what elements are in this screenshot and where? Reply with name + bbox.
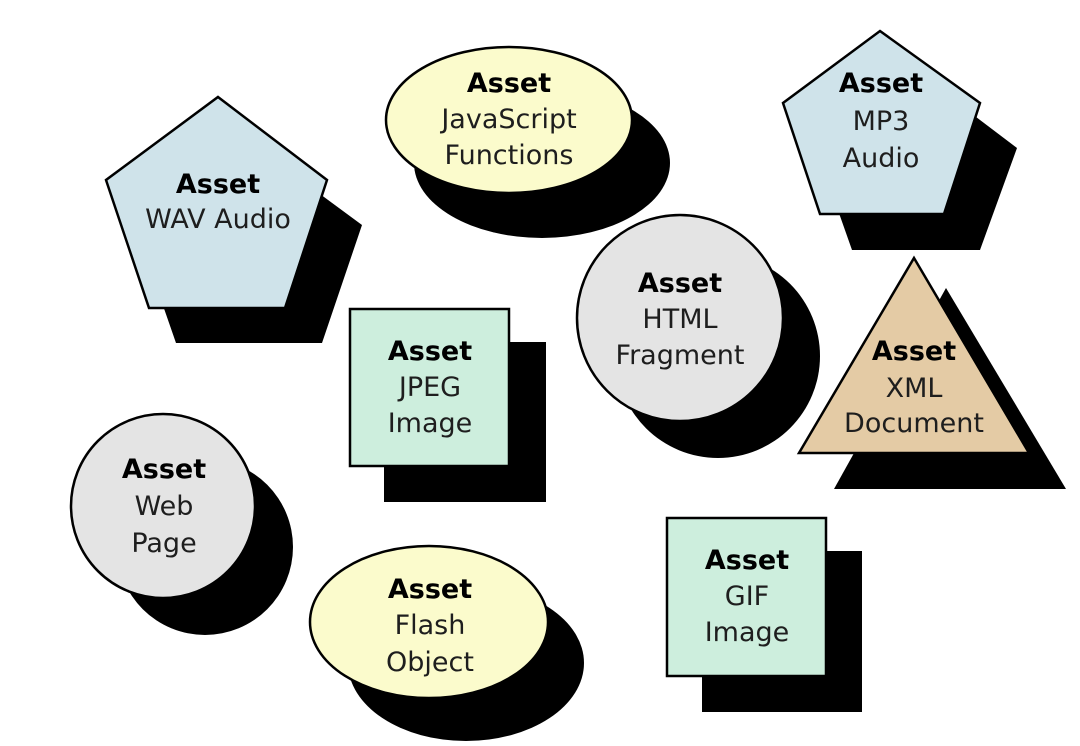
asset-flash: Asset Flash Object bbox=[308, 544, 584, 741]
asset-html: Asset HTML Fragment bbox=[575, 213, 820, 458]
asset-wav: Asset WAV Audio bbox=[104, 95, 362, 343]
asset-jpeg-title: Asset bbox=[388, 336, 472, 367]
asset-gif-title: Asset bbox=[705, 545, 789, 576]
asset-mp3-line-1: MP3 bbox=[853, 106, 910, 137]
asset-mp3-line-2: Audio bbox=[843, 143, 920, 174]
asset-html-line-2: Fragment bbox=[616, 340, 745, 371]
asset-mp3: Asset MP3 Audio bbox=[781, 29, 1017, 250]
asset-javascript-line-2: Functions bbox=[445, 140, 574, 171]
asset-wav-line-1: WAV Audio bbox=[145, 204, 291, 235]
asset-jpeg: Asset JPEG Image bbox=[348, 307, 546, 502]
asset-flash-line-2: Object bbox=[386, 647, 474, 678]
asset-jpeg-line-2: Image bbox=[388, 408, 473, 439]
asset-mp3-pentagon bbox=[781, 29, 982, 216]
asset-webpage-line-1: Web bbox=[135, 491, 194, 522]
asset-html-line-1: HTML bbox=[642, 304, 717, 335]
asset-html-title: Asset bbox=[638, 268, 722, 299]
asset-webpage-line-2: Page bbox=[131, 528, 196, 559]
asset-jpeg-square bbox=[348, 307, 511, 468]
asset-javascript: Asset JavaScript Functions bbox=[384, 45, 670, 238]
asset-javascript-line-1: JavaScript bbox=[439, 104, 576, 135]
asset-xml: Asset XML Document bbox=[796, 255, 1066, 489]
asset-xml-line-1: XML bbox=[886, 373, 943, 404]
asset-wav-pentagon bbox=[104, 95, 329, 310]
asset-xml-line-2: Document bbox=[844, 408, 984, 439]
asset-xml-title: Asset bbox=[872, 336, 956, 367]
asset-gif: Asset GIF Image bbox=[665, 516, 862, 712]
asset-flash-ellipse bbox=[308, 544, 550, 700]
asset-javascript-title: Asset bbox=[467, 68, 551, 99]
asset-gif-line-1: GIF bbox=[725, 581, 769, 612]
asset-xml-triangle bbox=[796, 255, 1032, 455]
asset-flash-line-1: Flash bbox=[395, 610, 466, 641]
asset-webpage-title: Asset bbox=[122, 454, 206, 485]
asset-webpage-circle bbox=[69, 412, 257, 600]
asset-html-circle bbox=[575, 213, 785, 423]
asset-jpeg-line-1: JPEG bbox=[397, 372, 461, 403]
asset-javascript-ellipse bbox=[384, 45, 634, 195]
asset-flash-title: Asset bbox=[388, 574, 472, 605]
asset-wav-title: Asset bbox=[176, 169, 260, 200]
asset-gif-line-2: Image bbox=[705, 617, 790, 648]
asset-webpage: Asset Web Page bbox=[69, 412, 293, 635]
asset-mp3-title: Asset bbox=[839, 68, 923, 99]
asset-gif-square bbox=[665, 516, 828, 678]
